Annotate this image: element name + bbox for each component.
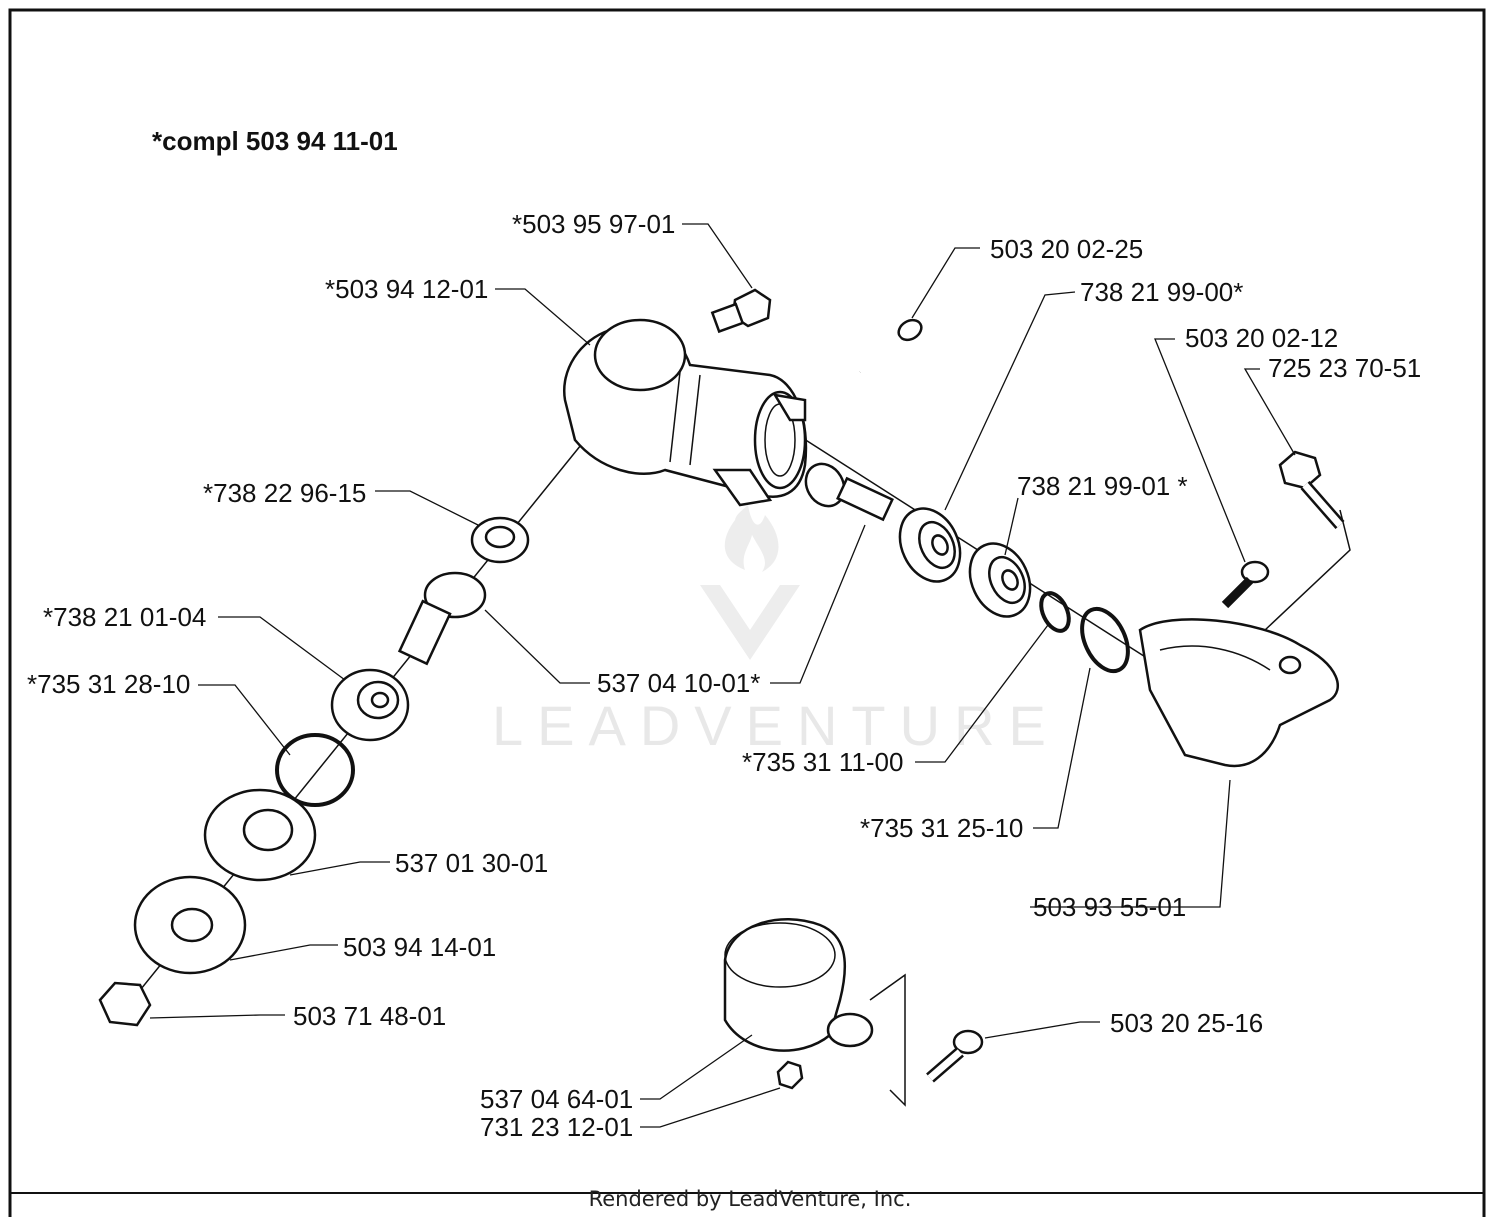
label-503-20-02-12: 503 20 02-12 bbox=[1185, 323, 1338, 353]
watermark: LEADVENTURE bbox=[492, 505, 1060, 757]
label-503-20-25-16: 503 20 25-16 bbox=[1110, 1008, 1263, 1038]
circlip-735-31-25-10 bbox=[1080, 606, 1130, 674]
label-731-23-12-01: 731 23 12-01 bbox=[480, 1112, 633, 1142]
label-738-22-96-15: *738 22 96-15 bbox=[203, 478, 366, 508]
label-503-95-97-01: *503 95 97-01 bbox=[512, 209, 675, 239]
label-735-31-25-10: *735 31 25-10 bbox=[860, 813, 1023, 843]
pinion-shaft bbox=[804, 462, 894, 522]
nut-503-71-48-01 bbox=[98, 981, 152, 1027]
clamp-537-04-64-01 bbox=[723, 917, 874, 1052]
label-735-31-11-00: *735 31 11-00 bbox=[742, 747, 903, 777]
screw-503-20-02-12 bbox=[1221, 560, 1270, 609]
footer-credit: Rendered by LeadVenture, Inc. bbox=[589, 1187, 912, 1211]
label-537-04-10-01: 537 04 10-01* bbox=[597, 668, 760, 698]
gear-housing bbox=[562, 318, 808, 507]
label-537-04-64-01: 537 04 64-01 bbox=[480, 1084, 633, 1114]
bearing-738-21-99-00 bbox=[898, 507, 962, 583]
disc-537-01-30-01 bbox=[203, 788, 317, 882]
label-503-93-55-01: 503 93 55-01 bbox=[1033, 892, 1186, 922]
bolt-503-95-97-01 bbox=[710, 288, 772, 334]
label-738-21-99-00: 738 21 99-00* bbox=[1080, 277, 1243, 307]
guard-503-93-55-01 bbox=[1138, 618, 1339, 768]
label-738-21-99-01: 738 21 99-01 * bbox=[1017, 471, 1188, 501]
disc-503-94-14-01 bbox=[133, 875, 247, 975]
watermark-text: LEADVENTURE bbox=[492, 694, 1060, 757]
label-725-23-70-51: 725 23 70-51 bbox=[1268, 353, 1421, 383]
label-738-21-01-04: *738 21 01-04 bbox=[43, 602, 206, 632]
label-537-01-30-01: 537 01 30-01 bbox=[395, 848, 548, 878]
circlip-735-31-28-10 bbox=[275, 733, 355, 807]
label-503-71-48-01: 503 71 48-01 bbox=[293, 1001, 446, 1031]
label-503-20-02-25: 503 20 02-25 bbox=[990, 234, 1143, 264]
label-503-94-14-01: 503 94 14-01 bbox=[343, 932, 496, 962]
diagram-border bbox=[8, 8, 1486, 1217]
label-735-31-28-10: *735 31 28-10 bbox=[27, 669, 190, 699]
bolt-725-23-70-51 bbox=[1278, 450, 1345, 529]
bevel-gear-shaft bbox=[397, 571, 487, 666]
bearing-738-21-01-04 bbox=[330, 668, 410, 742]
leader-lines bbox=[149, 223, 1296, 1128]
circlip-735-31-11-00 bbox=[1039, 591, 1071, 633]
screw-503-20-25-16 bbox=[926, 1029, 984, 1083]
assembly-title: *compl 503 94 11-01 bbox=[152, 126, 398, 156]
screw-503-20-02-25 bbox=[858, 318, 923, 375]
bearing-738-22-96-15 bbox=[470, 516, 530, 564]
bearing-738-21-99-01 bbox=[968, 542, 1032, 618]
nut-731-23-12-01 bbox=[776, 1060, 804, 1090]
label-503-94-12-01: *503 94 12-01 bbox=[325, 274, 488, 304]
